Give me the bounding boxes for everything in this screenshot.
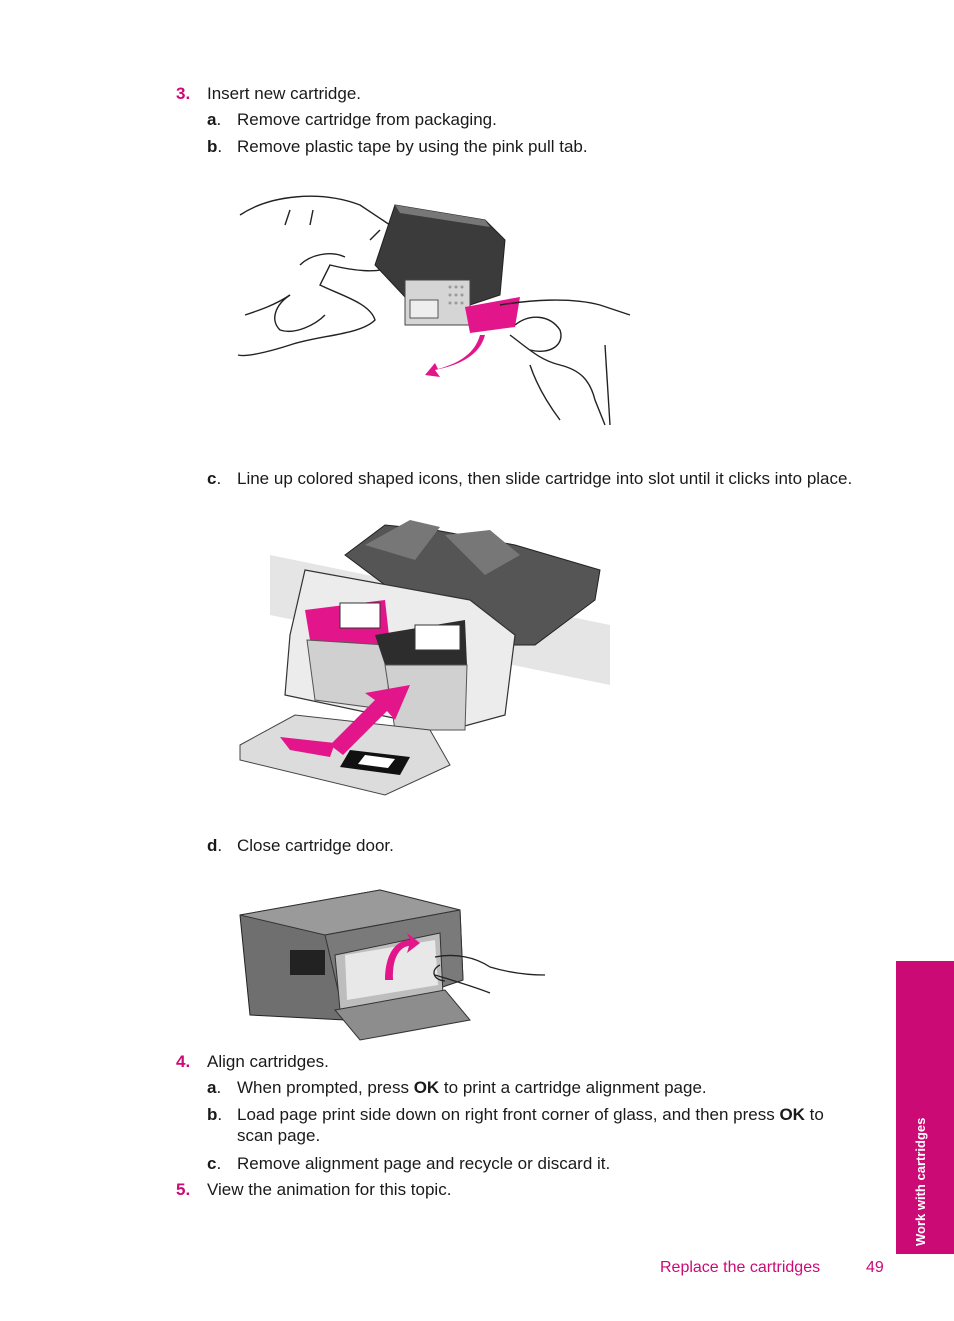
printer-close-door-illustration xyxy=(239,889,546,1041)
step-4b-letter: b. xyxy=(207,1105,223,1124)
step-4-text: Align cartridges. xyxy=(207,1052,329,1071)
step-3c-letter: c. xyxy=(207,469,222,488)
step-3a-letter: a. xyxy=(207,110,222,129)
cartridge-carriage-illustration xyxy=(239,520,610,796)
step-4a-letter: a. xyxy=(207,1078,222,1097)
step-3c-text: Line up colored shaped icons, then slide… xyxy=(237,469,853,488)
footer-section-title: Replace the cartridges xyxy=(660,1259,821,1276)
step-3b-text: Remove plastic tape by using the pink pu… xyxy=(237,137,588,156)
ok-label: OK xyxy=(779,1105,805,1124)
step-3b-letter: b. xyxy=(207,137,223,156)
step-4a-text: When prompted, press OK to print a cartr… xyxy=(237,1078,707,1097)
step-3-text: Insert new cartridge. xyxy=(207,84,362,103)
step-3d-text: Close cartridge door. xyxy=(237,836,394,855)
hand-remove-tape-illustration xyxy=(237,195,631,426)
step-4b-text: Load page print side down on right front… xyxy=(237,1105,824,1145)
step-4-number: 4. xyxy=(176,1052,191,1071)
ok-label: OK xyxy=(413,1078,440,1097)
step-3a-text: Remove cartridge from packaging. xyxy=(237,110,497,129)
step-5-number: 5. xyxy=(176,1180,191,1199)
step-4c-text: Remove alignment page and recycle or dis… xyxy=(237,1154,611,1173)
step-4c-letter: c. xyxy=(207,1154,222,1173)
step-3d-letter: d. xyxy=(207,836,223,855)
step-3-number: 3. xyxy=(176,84,191,103)
chapter-side-tab-label: Work with cartridges xyxy=(913,1117,928,1246)
step-5-text: View the animation for this topic. xyxy=(207,1180,452,1199)
footer-page-number: 49 xyxy=(866,1259,884,1276)
chapter-side-tab: Work with cartridges xyxy=(896,961,954,1254)
